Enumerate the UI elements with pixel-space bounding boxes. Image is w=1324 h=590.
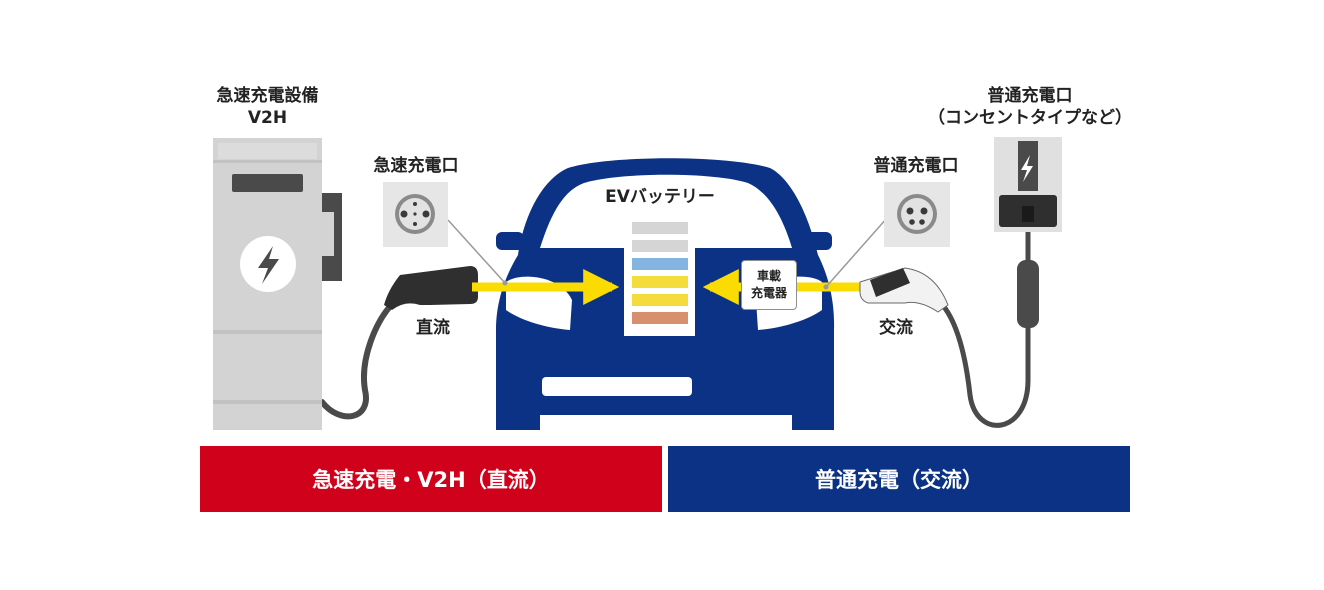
quick-charge-dc-bar: 急速充電・V2H（直流） xyxy=(200,446,662,512)
quick-charger-equipment-title: 急速充電設備 xyxy=(216,86,319,106)
onboard-charger-line1: 車載 xyxy=(756,269,781,283)
normal-charge-port-callout xyxy=(884,182,950,247)
battery-cell xyxy=(632,258,688,270)
battery-cell xyxy=(632,240,688,252)
normal-charge-socket-icon xyxy=(897,194,937,234)
normal-charger-cable xyxy=(935,222,1031,428)
dc-plug xyxy=(384,266,478,310)
normal-charger-unit xyxy=(859,137,1062,428)
normal-charge-outlet-title: 普通充電口 xyxy=(987,86,1073,106)
battery-cell xyxy=(632,312,688,324)
quick-charge-socket-icon xyxy=(395,194,435,234)
lightning-bolt-icon xyxy=(1021,155,1033,182)
ev-battery xyxy=(624,218,695,336)
grille xyxy=(542,377,692,396)
ac-label: 交流 xyxy=(879,318,913,338)
quick-charger-equipment-label: 急速充電設備 V2H xyxy=(200,85,335,129)
dc-label: 直流 xyxy=(416,318,450,338)
quick-charge-port-callout xyxy=(383,182,448,247)
normal-charge-ac-bar: 普通充電（交流） xyxy=(668,446,1130,512)
normal-charge-outlet-label: 普通充電口 （コンセントタイプなど） xyxy=(905,85,1155,129)
quick-charger-unit xyxy=(213,138,478,430)
charger-display xyxy=(232,174,303,192)
battery-cell xyxy=(632,222,688,234)
normal-charge-outlet-note: （コンセントタイプなど） xyxy=(928,108,1132,128)
ev-battery-label: EVバッテリー xyxy=(605,187,715,207)
quick-charge-port-label: 急速充電口 xyxy=(373,156,459,176)
normal-charge-port-label: 普通充電口 xyxy=(873,156,959,176)
cable-box xyxy=(1017,260,1039,328)
onboard-charger-box: 車載 充電器 xyxy=(741,260,797,310)
windshield xyxy=(540,174,792,248)
onboard-charger-line2: 充電器 xyxy=(750,286,787,300)
v2h-label: V2H xyxy=(247,108,288,128)
lightning-bolt-icon xyxy=(258,246,279,284)
battery-cell xyxy=(632,276,688,288)
quick-charger-cable xyxy=(319,297,399,420)
battery-cell xyxy=(632,294,688,306)
